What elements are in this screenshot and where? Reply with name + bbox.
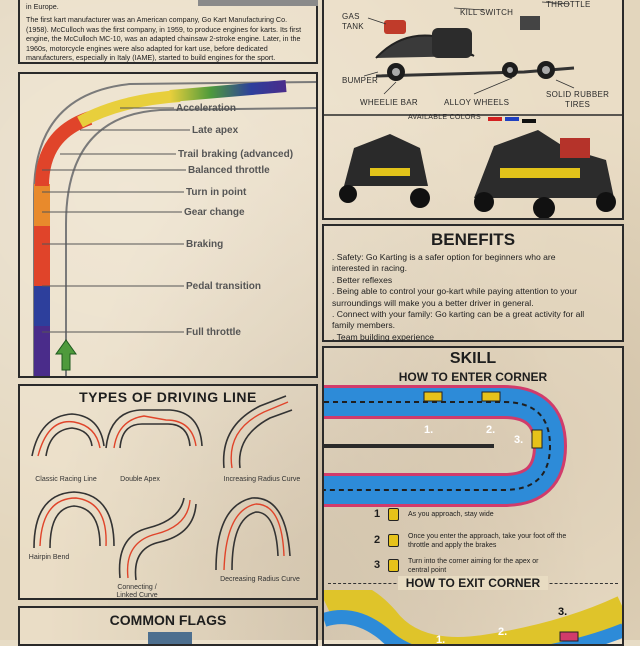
enter-corner-title: HOW TO ENTER CORNER [398, 370, 548, 384]
color-swatch-blue [505, 117, 519, 121]
step-1-number: 1 [374, 508, 381, 520]
label-braking: Braking [186, 239, 224, 250]
classic-line-path [37, 420, 101, 457]
benefit-line-5: . Connect with your family: Go karting c… [332, 309, 585, 320]
step-1-text: As you approach, stay wide [408, 511, 494, 518]
step-1-kart-icon [388, 508, 399, 521]
intro-line-3: engine, the McCulloch MC-10, was an adap… [26, 34, 301, 44]
label-decreasing-radius: Decreasing Radius Curve [220, 576, 300, 583]
benefit-line-3: . Being able to control your go-kart whi… [332, 286, 578, 297]
benefits-box: BENEFITS . Safety: Go Karting is a safer… [322, 224, 624, 342]
track-inner-edge [65, 107, 316, 376]
step-3-kart-icon [388, 559, 399, 572]
label-gas-tank: GAS TANK [342, 12, 364, 31]
label-available-colors: AVAILABLE COLORS [408, 114, 482, 121]
label-classic-racing-line: Classic Racing Line [35, 476, 97, 483]
line-segment-orange [34, 184, 50, 226]
label-increasing-radius: Increasing Radius Curve [223, 476, 301, 483]
line-segment-blue [34, 284, 50, 326]
benefit-line-0: . Safety: Go Karting is a safer option f… [332, 252, 556, 262]
skill-box: SKILL HOW TO ENTER CORNER 1. 2. 3. 1 As … [322, 346, 624, 646]
label-double-apex: Double Apex [120, 476, 160, 483]
label-full-throttle: Full throttle [186, 327, 241, 338]
intro-line-5: manufacturers, especially in Italy (IAME… [26, 53, 276, 63]
track-outer-edge [33, 81, 316, 376]
driving-line-box: TYPES OF DRIVING LINE [18, 384, 318, 600]
hairpin-path [39, 497, 107, 547]
exit-mark-3: 3. [558, 606, 568, 618]
step-2-number: 2 [374, 534, 381, 546]
label-wheelie-bar: WHEELIE BAR [360, 98, 418, 107]
kart-photo-left [339, 134, 430, 208]
driving-line-title: TYPES OF DRIVING LINE [79, 389, 257, 405]
racing-line-box: Acceleration Late apex Trail braking (ad… [18, 72, 318, 378]
label-kill-switch: KILL SWITCH [460, 8, 514, 17]
label-trail-braking: Trail braking (advanced) [178, 149, 294, 160]
label-throttle: THROTTLE [546, 0, 591, 9]
line-segment-purple [34, 324, 50, 376]
benefit-line-4: surroundings will make you a better driv… [332, 297, 534, 308]
label-connecting-curve: Connecting / Linked Curve [116, 584, 158, 599]
label-turn-in-point: Turn in point [186, 187, 247, 198]
exit-mark-1: 1. [436, 634, 446, 646]
enter-mark-2: 2. [486, 424, 496, 436]
kart-parts-box: GAS TANK KILL SWITCH THROTTLE BUMPER WHE… [322, 0, 624, 220]
intro-line-4: 1960s, motorcycle engines were also adap… [26, 43, 268, 53]
driving-line-diagrams [31, 395, 293, 581]
intro-line-2: (1958). McCulloch was the first company,… [26, 24, 302, 34]
flags-title: COMMON FLAGS [109, 612, 227, 628]
decreasing-radius-path [223, 503, 285, 571]
exit-corner-track [324, 590, 622, 644]
line-segment-top-gradient [169, 80, 287, 102]
label-alloy-wheels: ALLOY WHEELS [444, 98, 510, 107]
color-swatch-red [488, 117, 502, 121]
line-segment-red [34, 224, 50, 286]
line-segment-curve-yellow [77, 90, 181, 128]
double-apex-path [113, 415, 197, 449]
exit-mark-2: 2. [498, 626, 508, 638]
intro-line-0: in Europe. [26, 2, 59, 11]
label-solid-rubber-tires: SOLID RUBBER TIRES [546, 90, 610, 109]
step-3-text: Turn into the corner aiming for the apex… [408, 558, 539, 574]
racing-line-diagram [33, 80, 316, 376]
skill-title: SKILL [449, 350, 497, 367]
enter-corner-track [324, 385, 568, 507]
benefits-title: BENEFITS [430, 230, 516, 249]
benefit-line-1: interested in racing. [332, 263, 407, 274]
connecting-path [126, 499, 191, 579]
benefit-line-7: . Team building experience [332, 331, 435, 342]
label-gear-change: Gear change [184, 207, 245, 218]
color-swatch-black [522, 119, 536, 123]
intro-line-1: The first kart manufacturer was an Ameri… [26, 15, 288, 25]
exit-corner-title: HOW TO EXIT CORNER [398, 576, 548, 590]
step-2-kart-icon [388, 534, 399, 547]
label-pedal-transition: Pedal transition [186, 281, 262, 292]
start-arrow-icon [55, 339, 77, 371]
benefit-line-6: family members. [332, 320, 396, 331]
label-bumper: BUMPER [342, 76, 379, 85]
enter-mark-1: 1. [424, 424, 434, 436]
intro-image-placeholder [198, 0, 318, 6]
enter-mark-3: 3. [514, 434, 524, 446]
label-late-apex: Late apex [192, 125, 239, 136]
increasing-radius-path [230, 401, 289, 469]
kart-illustration [324, 1, 622, 218]
label-acceleration: Acceleration [176, 103, 237, 114]
step-2-text: Once you enter the approach, take your f… [408, 533, 567, 549]
flag-icon [148, 632, 192, 644]
label-balanced-throttle: Balanced throttle [188, 165, 270, 176]
kart-photo-right [474, 130, 616, 218]
benefit-line-2: . Better reflexes [332, 274, 393, 285]
label-hairpin-bend: Hairpin Bend [28, 554, 70, 561]
flags-box: COMMON FLAGS [18, 606, 318, 646]
step-3-number: 3 [374, 559, 381, 571]
history-intro-box: in Europe. The first kart manufacturer w… [18, 0, 318, 64]
